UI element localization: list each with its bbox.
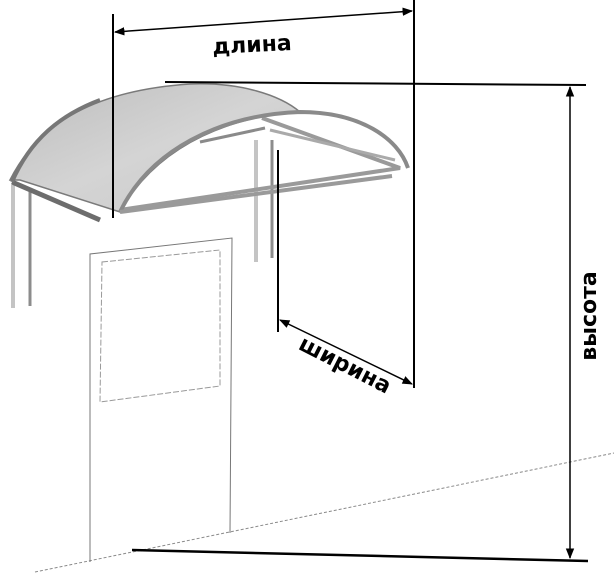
length-label: длина	[212, 31, 293, 60]
door	[89, 237, 233, 562]
canopy-posts	[11, 140, 274, 308]
canopy-roof	[8, 83, 410, 223]
length-dimension: длина	[112, 0, 415, 388]
width-label: ширина	[295, 332, 395, 400]
ground-line	[34, 452, 614, 573]
height-dimension: высота	[131, 81, 602, 563]
height-label: высота	[577, 271, 602, 361]
